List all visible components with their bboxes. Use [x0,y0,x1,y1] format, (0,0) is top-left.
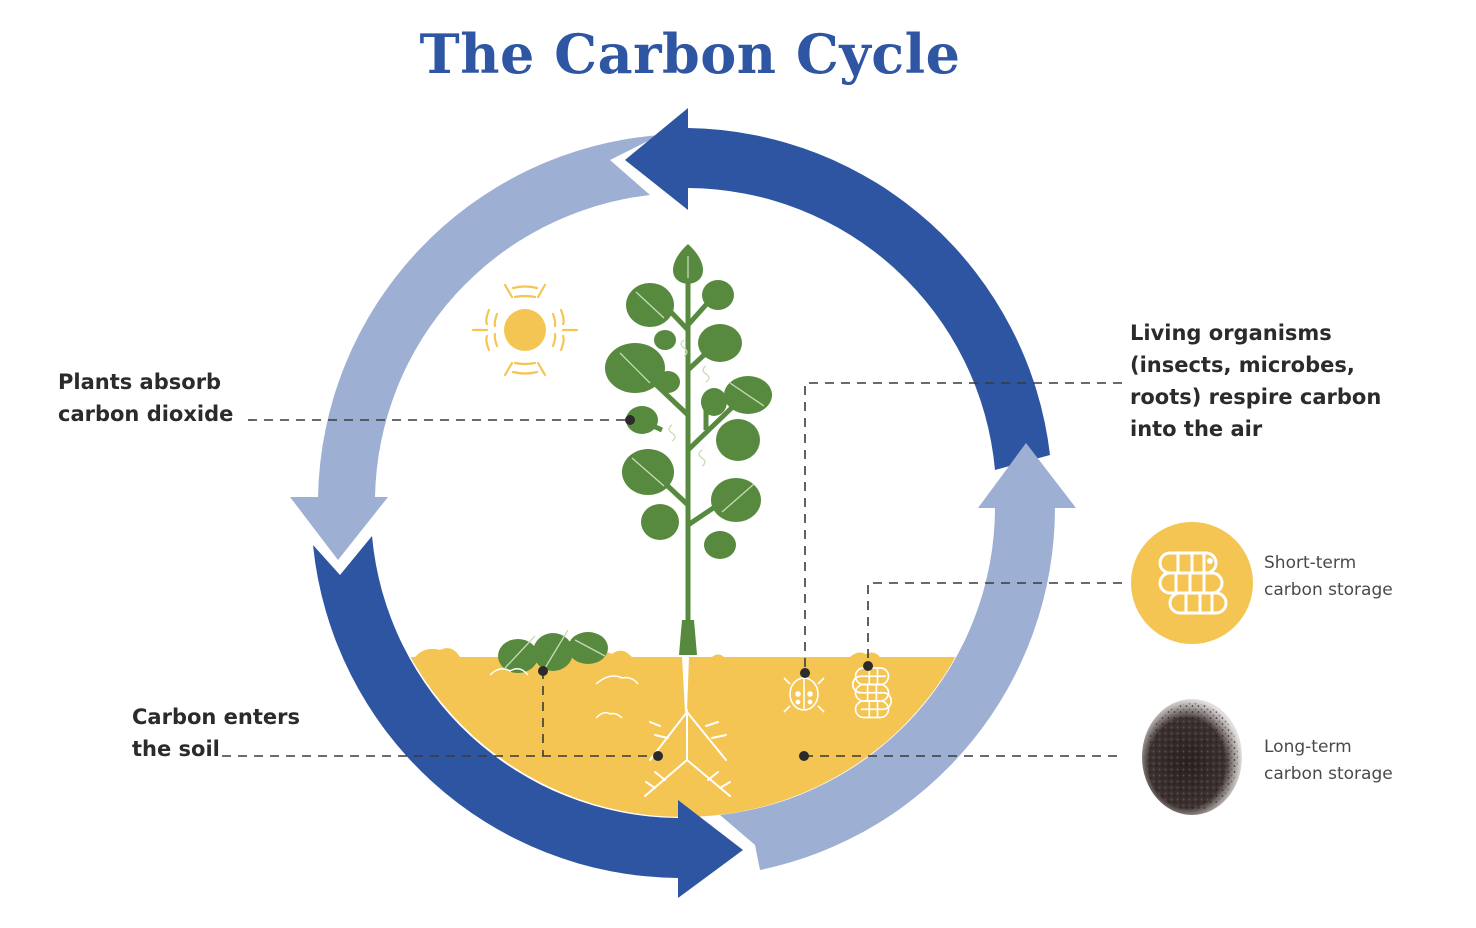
sun-icon [471,283,579,377]
right-arrow [720,443,1076,870]
label-carbon-enters-soil: Carbon enters the soil [132,705,300,761]
label-living-organisms: Living organisms (insects, microbes, roo… [1130,321,1382,441]
left-arrow [290,135,660,560]
label-plants-absorb: Plants absorb carbon dioxide [58,370,234,426]
label-long-term-storage: Long-term carbon storage [1264,737,1393,784]
fallen-leaves-icon [489,629,639,719]
leader-dots [538,415,873,761]
diagram-title: The Carbon Cycle [419,22,961,86]
label-short-term-storage: Short-term carbon storage [1264,553,1393,600]
top-arrow [625,108,1050,470]
soil-area [371,648,995,817]
short-term-storage-icon [1131,522,1253,644]
long-term-storage-icon [1142,699,1242,815]
ladybug-icon [783,677,825,713]
bottom-arrow [313,536,743,898]
plant-icon [605,244,772,655]
worm-icon-soil [852,667,892,719]
leader-lines [222,382,1122,757]
